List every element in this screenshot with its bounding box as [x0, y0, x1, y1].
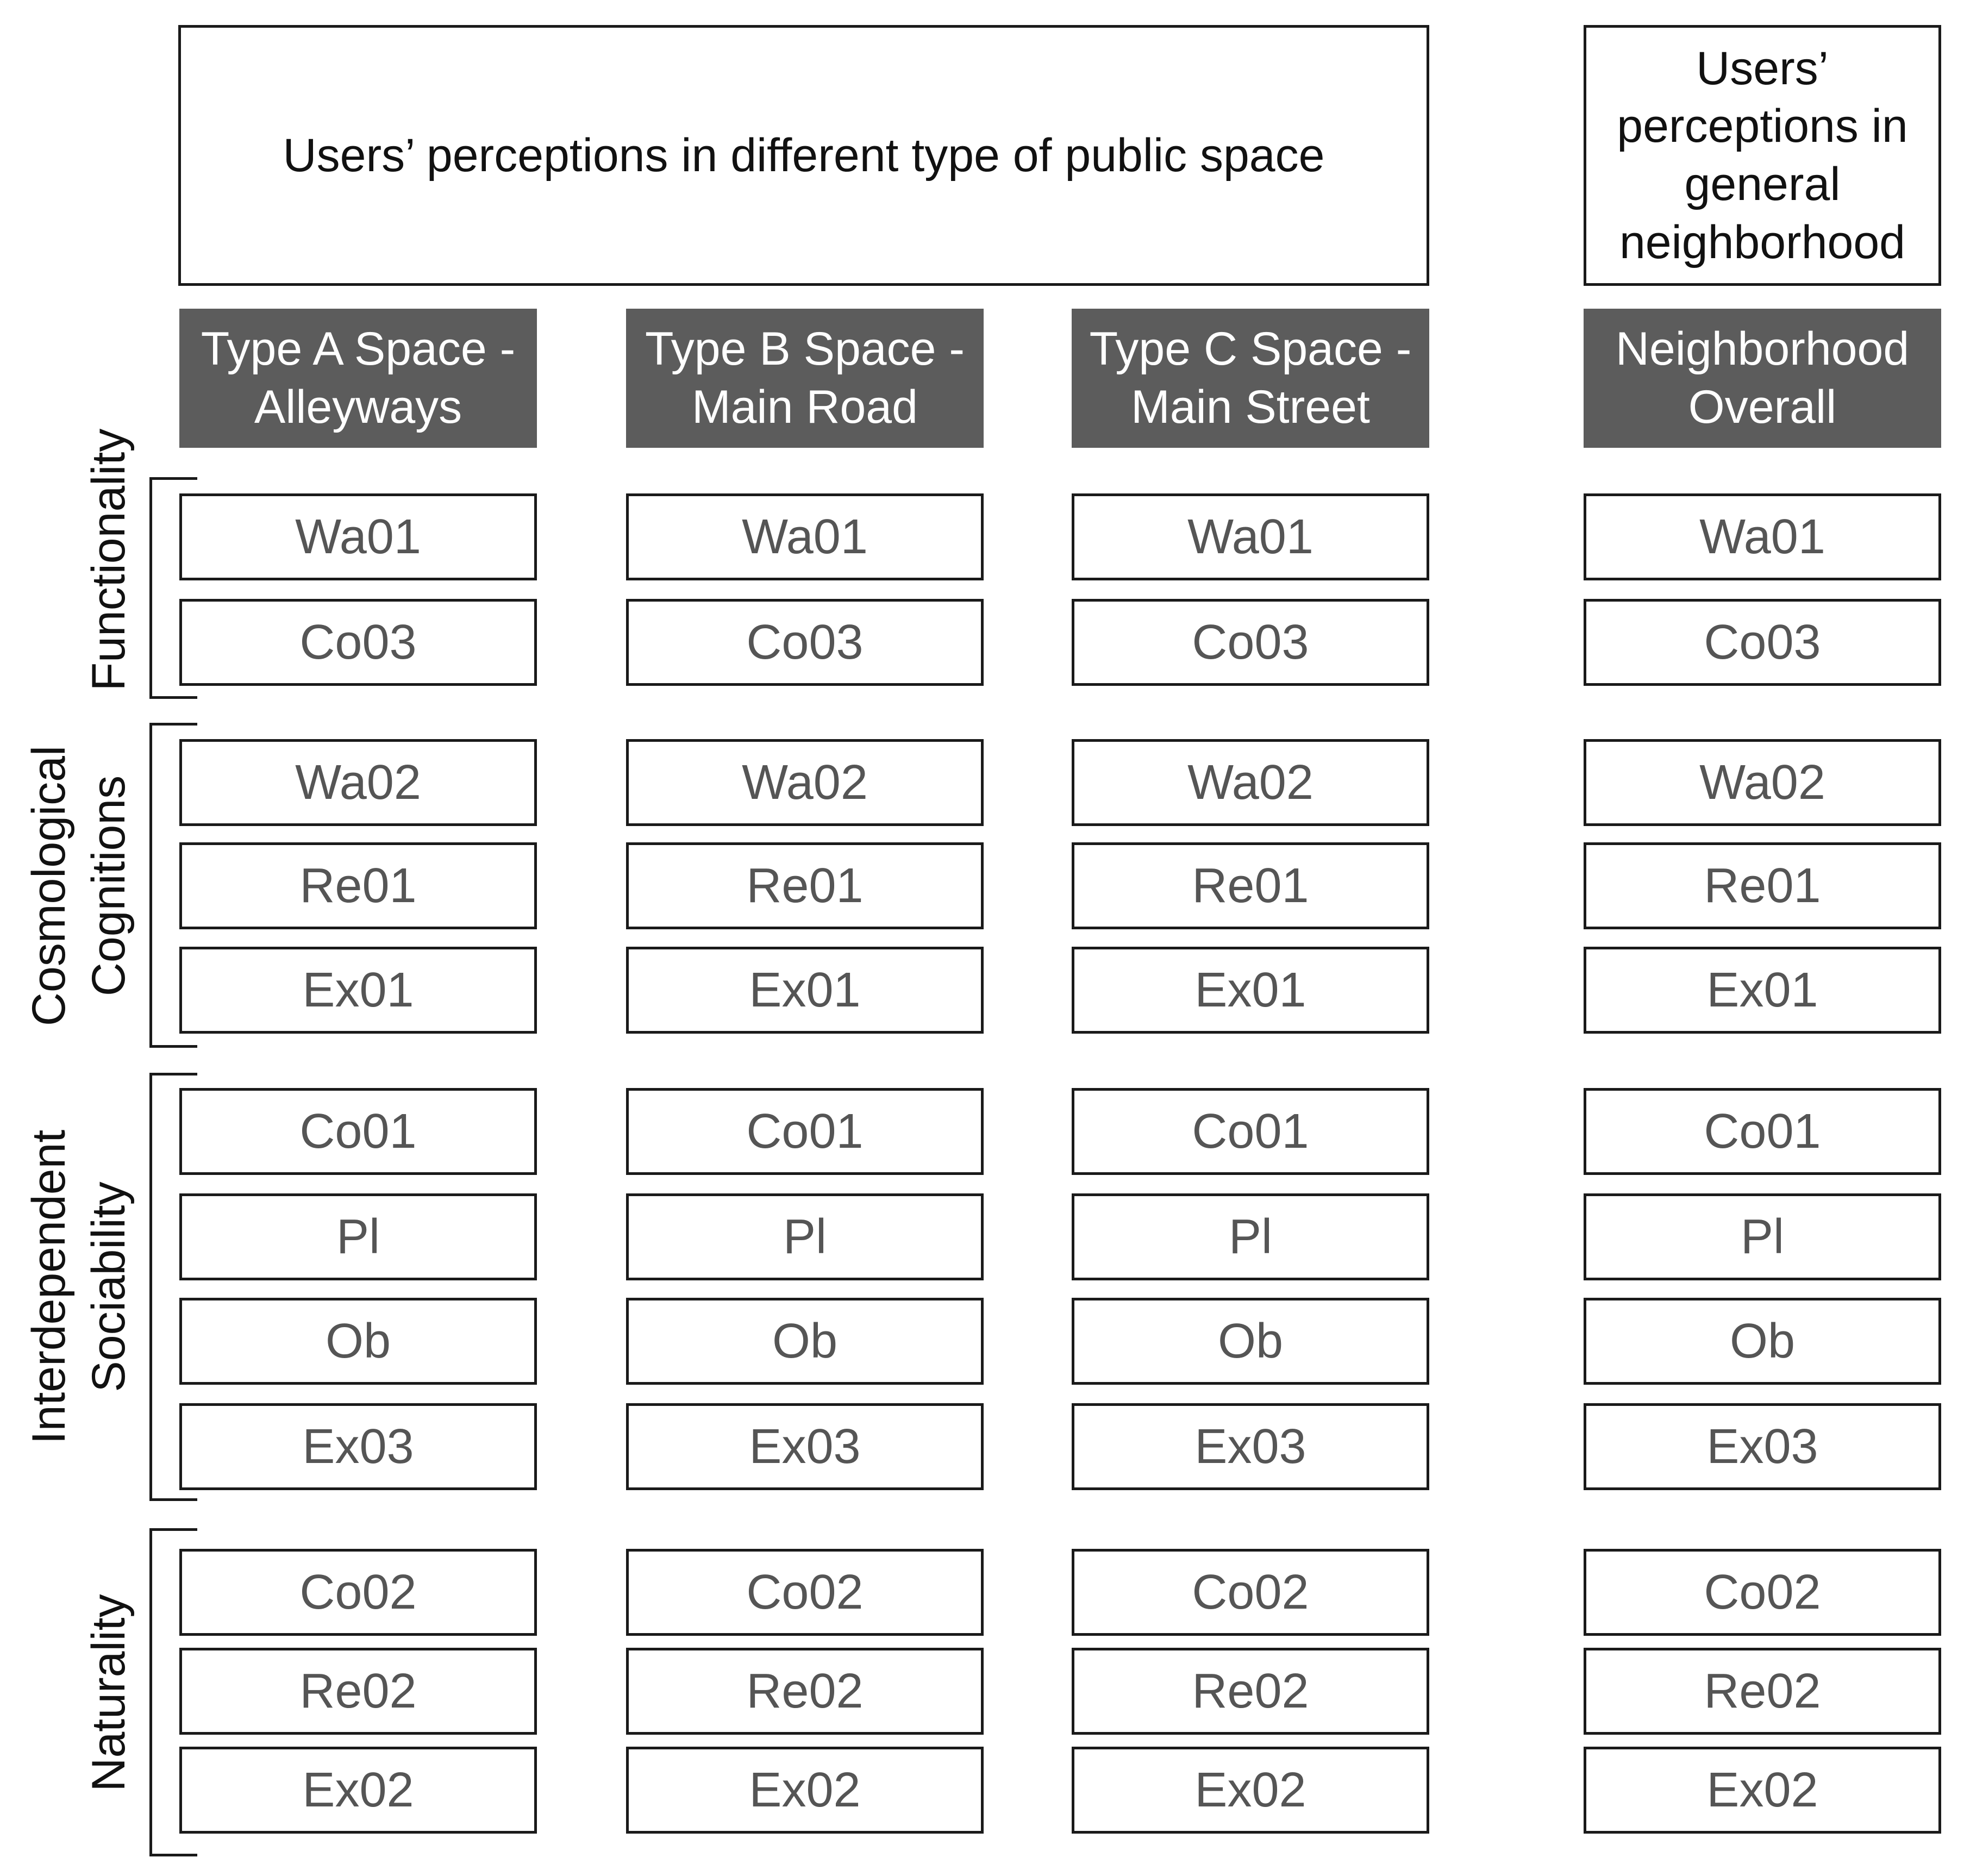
node-type-b-wa02: Wa02: [626, 739, 984, 826]
node-type-a-pl: Pl: [179, 1193, 537, 1280]
node-type-a-co01: Co01: [179, 1088, 537, 1175]
node-neighborhood-co03: Co03: [1584, 599, 1941, 686]
bracket-functionality: [149, 477, 197, 699]
node-neighborhood-ex01: Ex01: [1584, 947, 1941, 1034]
group-label-naturality-line-1: Naturality: [83, 1594, 135, 1791]
node-type-c-ex01: Ex01: [1072, 947, 1429, 1034]
node-type-c-ex02: Ex02: [1072, 1747, 1429, 1834]
node-type-a-re01: Re01: [179, 842, 537, 929]
node-type-c-pl: Pl: [1072, 1193, 1429, 1280]
node-type-a-ex01: Ex01: [179, 947, 537, 1034]
group-label-functionality-line-1: Functionality: [83, 429, 135, 691]
node-type-c-co03: Co03: [1072, 599, 1429, 686]
node-type-a-co02: Co02: [179, 1549, 537, 1636]
node-neighborhood-re02: Re02: [1584, 1648, 1941, 1735]
bracket-interdependent-sociability: [149, 1073, 197, 1501]
node-type-b-ex01: Ex01: [626, 947, 984, 1034]
node-neighborhood-wa02: Wa02: [1584, 739, 1941, 826]
node-type-a-wa02: Wa02: [179, 739, 537, 826]
node-type-b-re01: Re01: [626, 842, 984, 929]
node-type-c-re01: Re01: [1072, 842, 1429, 929]
column-header-type-a: Type A Space - Alleyways: [179, 309, 537, 448]
node-type-b-re02: Re02: [626, 1648, 984, 1735]
node-type-c-co01: Co01: [1072, 1088, 1429, 1175]
node-type-a-re02: Re02: [179, 1648, 537, 1735]
node-type-b-ex03: Ex03: [626, 1403, 984, 1490]
node-neighborhood-wa01: Wa01: [1584, 493, 1941, 580]
group-label-cosmological-cognitions-line-2: Cognitions: [83, 776, 135, 996]
group-label-interdependent-sociability-line-2: Sociability: [83, 1181, 135, 1392]
node-neighborhood-ob: Ob: [1584, 1298, 1941, 1385]
node-type-a-ex02: Ex02: [179, 1747, 537, 1834]
node-neighborhood-re01: Re01: [1584, 842, 1941, 929]
node-type-b-co01: Co01: [626, 1088, 984, 1175]
node-type-b-co03: Co03: [626, 599, 984, 686]
general-neighborhood-title: Users’ perceptions in general neighborho…: [1584, 25, 1941, 286]
node-type-b-pl: Pl: [626, 1193, 984, 1280]
node-type-b-ex02: Ex02: [626, 1747, 984, 1834]
node-type-a-ob: Ob: [179, 1298, 537, 1385]
node-neighborhood-co01: Co01: [1584, 1088, 1941, 1175]
node-type-b-wa01: Wa01: [626, 493, 984, 580]
public-space-title: Users’ perceptions in different type of …: [178, 25, 1429, 286]
node-type-c-re02: Re02: [1072, 1648, 1429, 1735]
node-type-b-co02: Co02: [626, 1549, 984, 1636]
column-header-type-b: Type B Space - Main Road: [626, 309, 984, 448]
bracket-naturality: [149, 1528, 197, 1856]
node-type-c-co02: Co02: [1072, 1549, 1429, 1636]
node-type-c-wa01: Wa01: [1072, 493, 1429, 580]
group-label-interdependent-sociability-line-1: Interdependent: [23, 1130, 75, 1444]
column-header-neighborhood: Neighborhood Overall: [1584, 309, 1941, 448]
node-type-a-ex03: Ex03: [179, 1403, 537, 1490]
bracket-cosmological-cognitions: [149, 723, 197, 1048]
node-type-a-wa01: Wa01: [179, 493, 537, 580]
node-type-c-ob: Ob: [1072, 1298, 1429, 1385]
node-type-b-ob: Ob: [626, 1298, 984, 1385]
node-neighborhood-co02: Co02: [1584, 1549, 1941, 1636]
node-neighborhood-ex02: Ex02: [1584, 1747, 1941, 1834]
column-header-type-c: Type C Space - Main Street: [1072, 309, 1429, 448]
node-type-c-wa02: Wa02: [1072, 739, 1429, 826]
node-neighborhood-pl: Pl: [1584, 1193, 1941, 1280]
node-neighborhood-ex03: Ex03: [1584, 1403, 1941, 1490]
node-type-a-co03: Co03: [179, 599, 537, 686]
group-label-cosmological-cognitions-line-1: Cosmological: [23, 746, 75, 1026]
node-type-c-ex03: Ex03: [1072, 1403, 1429, 1490]
